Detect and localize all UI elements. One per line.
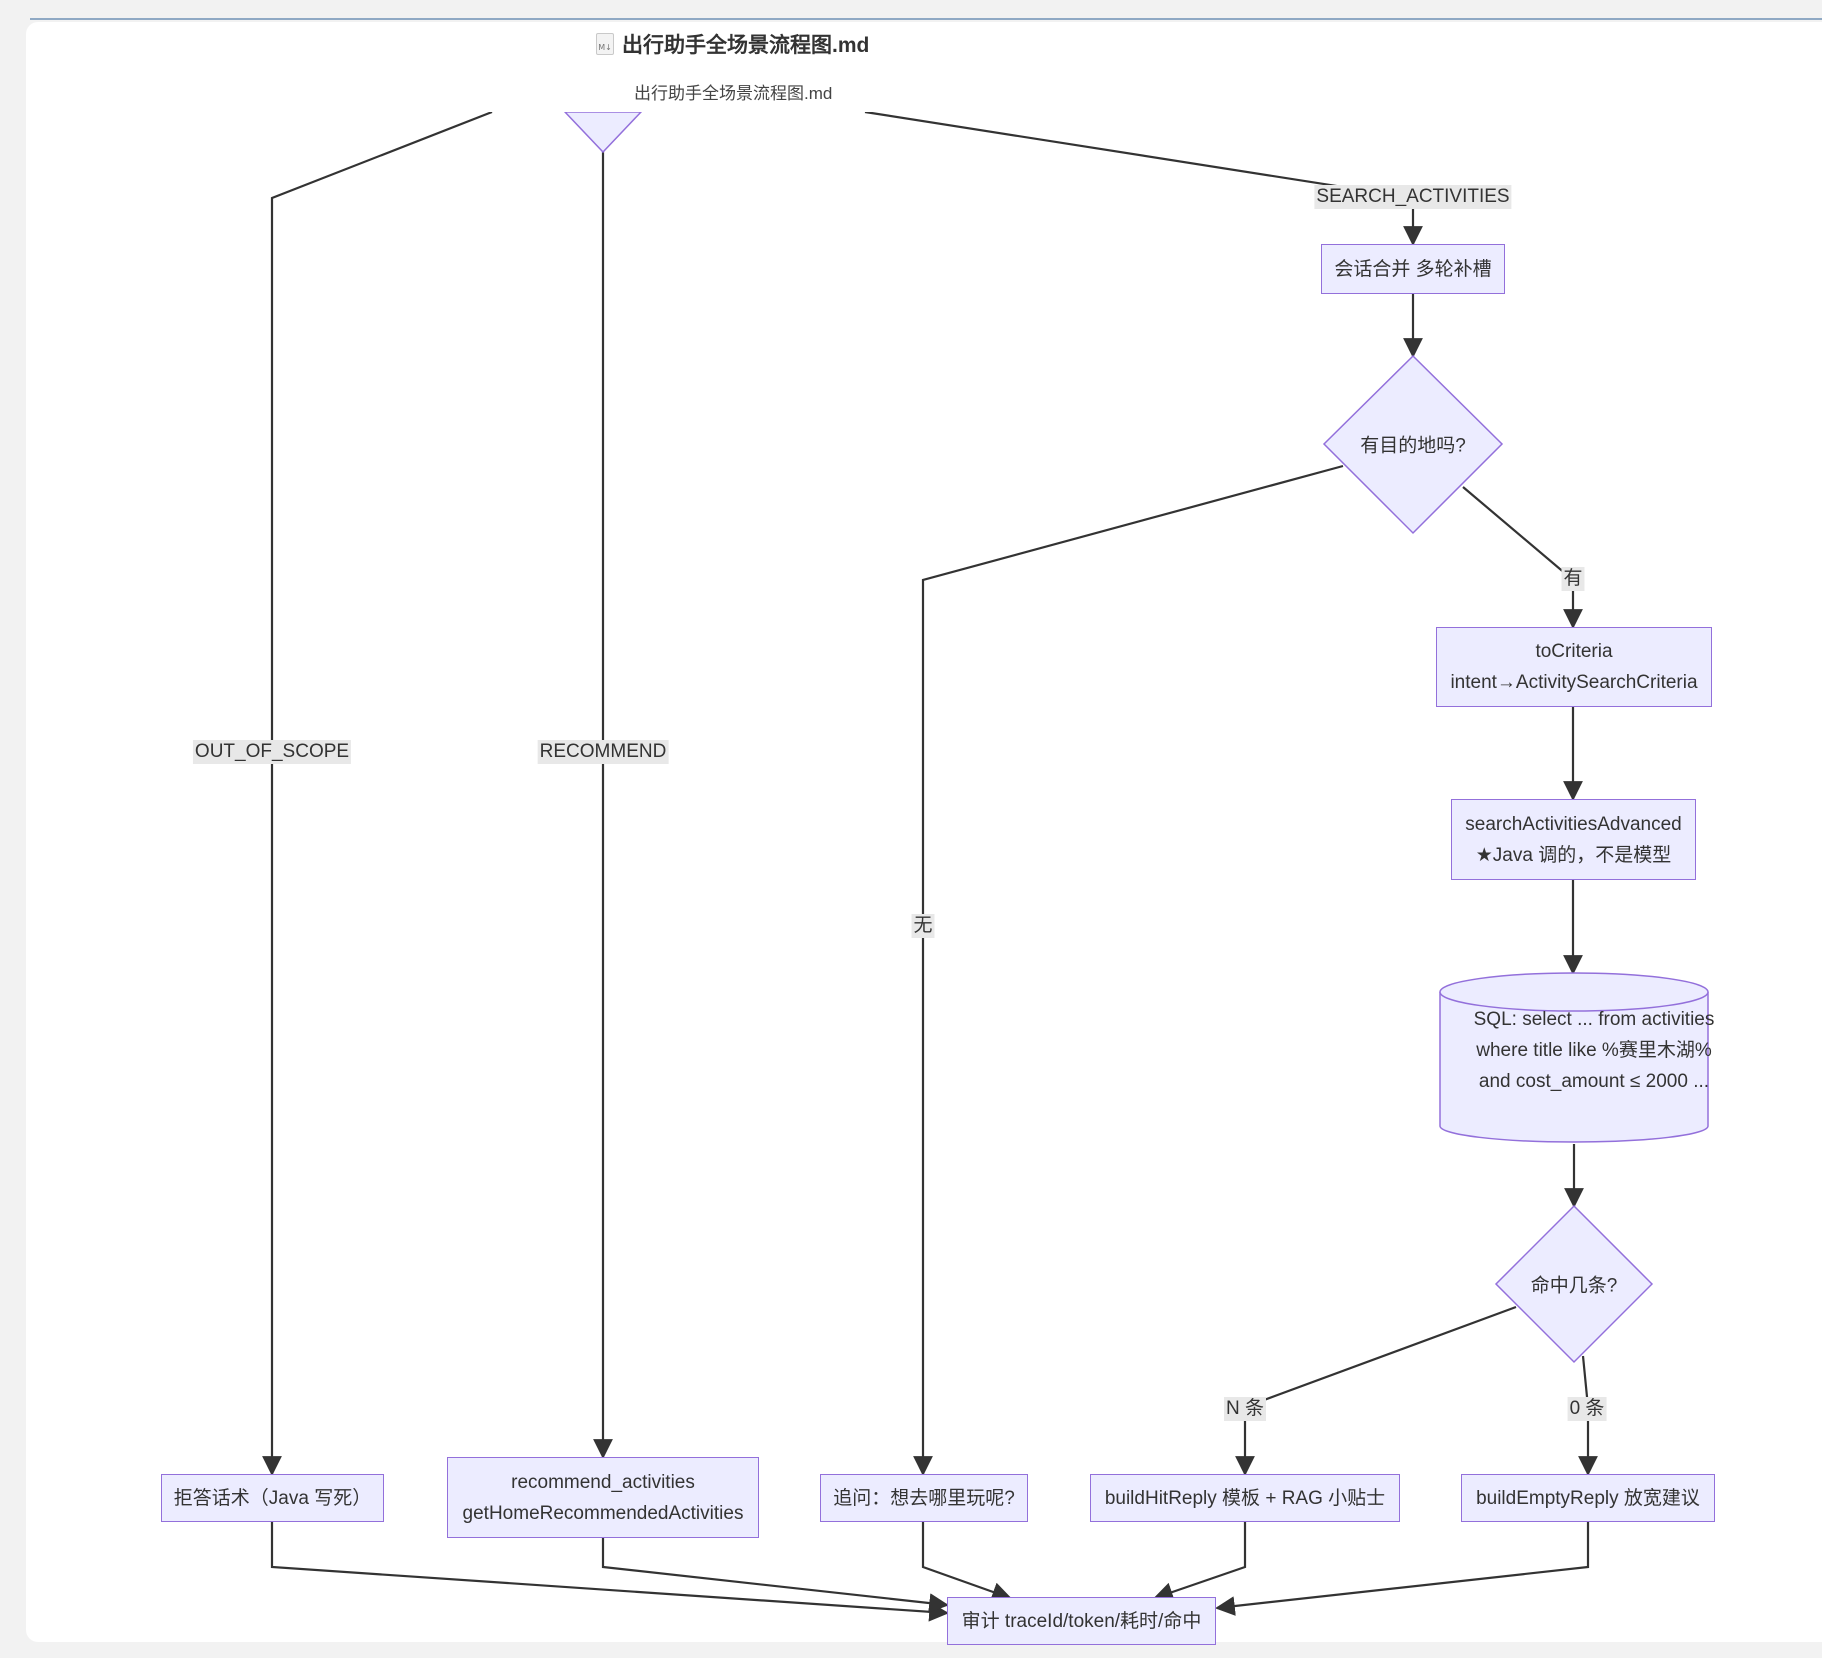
- sql-text: SQL: select ... from activities where ti…: [1430, 1004, 1758, 1097]
- search-advanced-line1: searchActivitiesAdvanced: [1465, 813, 1682, 835]
- sql-line3: and cost_amount ≤ 2000 ...: [1478, 1071, 1710, 1092]
- file-header: M↓ 出行助手全场景流程图.md: [596, 28, 869, 60]
- edge-no-destination: [913, 464, 1344, 1476]
- file-subtitle: 出行助手全场景流程图.md: [634, 84, 833, 103]
- edge-label-no-destination: 无: [911, 914, 935, 938]
- empty-reply-node: buildEmptyReply 放宽建议: [1461, 1474, 1715, 1522]
- edge-recommend-to-audit: [601, 1538, 949, 1613]
- edge-ask-to-audit: [921, 1521, 1012, 1602]
- file-title: 出行助手全场景流程图.md: [622, 34, 870, 57]
- edge-label-n-items: N 条: [1223, 1397, 1267, 1421]
- to-criteria-line2: intent→ActivitySearchCriteria: [1450, 672, 1698, 693]
- to-criteria-node: toCriteria intent→ActivitySearchCriteria: [1436, 627, 1712, 707]
- edge-n-items: [1235, 1305, 1517, 1476]
- hit-reply-text: buildHitReply 模板 + RAG 小贴士: [1104, 1487, 1386, 1509]
- search-advanced-node: searchActivitiesAdvanced ★Java 调的，不是模型: [1451, 799, 1696, 880]
- edge-label-recommend: RECOMMEND: [537, 740, 669, 764]
- sql-cylinder: [1439, 972, 1709, 1143]
- edge-label-out-of-scope: OUT_OF_SCOPE: [192, 740, 352, 764]
- has-destination-label: 有目的地吗?: [1360, 435, 1466, 457]
- hit-reply-node: buildHitReply 模板 + RAG 小贴士: [1090, 1474, 1400, 1522]
- merge-node: 会话合并 多轮补槽: [1321, 244, 1505, 294]
- recommend-node: recommend_activities getHomeRecommendedA…: [447, 1457, 759, 1538]
- ask-where-text: 追问：想去哪里玩呢?: [833, 1487, 1015, 1509]
- edge-hit-to-audit: [1153, 1521, 1247, 1602]
- edge-label-has-destination: 有: [1561, 567, 1585, 591]
- edge-has-destination: [1462, 486, 1583, 629]
- edge-search: [864, 110, 1423, 246]
- to-criteria-line1: toCriteria: [1535, 641, 1613, 662]
- sql-line1: SQL: select ... from activities: [1473, 1009, 1715, 1030]
- hit-count-diamond: [1494, 1204, 1654, 1364]
- edge-label-search: SEARCH_ACTIVITIES: [1314, 185, 1512, 209]
- edge-refuse-to-audit: [270, 1521, 949, 1622]
- sql-line2: where title like %赛里木湖%: [1476, 1040, 1712, 1061]
- edge-out-of-scope: [262, 110, 493, 1476]
- refuse-node: 拒答话术（Java 写死）: [161, 1474, 384, 1522]
- has-destination-diamond: [1322, 354, 1504, 535]
- recommend-line2: getHomeRecommendedActivities: [462, 1502, 744, 1524]
- window-top-border: [30, 18, 1822, 20]
- search-advanced-line2: ★Java 调的，不是模型: [1475, 844, 1672, 866]
- router-diamond-partial: [563, 111, 643, 154]
- refuse-node-text: 拒答话术（Java 写死）: [173, 1487, 372, 1509]
- merge-node-text: 会话合并 多轮补槽: [1334, 258, 1492, 280]
- ask-where-node: 追问：想去哪里玩呢?: [820, 1474, 1028, 1522]
- edge-empty-to-audit: [1215, 1521, 1590, 1616]
- audit-node: 审计 traceId/token/耗时/命中: [947, 1597, 1216, 1645]
- hit-count-label: 命中几条?: [1530, 1275, 1618, 1297]
- markdown-file-icon: M↓: [596, 33, 614, 55]
- audit-text: 审计 traceId/token/耗时/命中: [961, 1610, 1202, 1632]
- empty-reply-text: buildEmptyReply 放宽建议: [1476, 1487, 1700, 1509]
- recommend-line1: recommend_activities: [511, 1471, 695, 1493]
- edge-label-zero-items: 0 条: [1567, 1397, 1607, 1421]
